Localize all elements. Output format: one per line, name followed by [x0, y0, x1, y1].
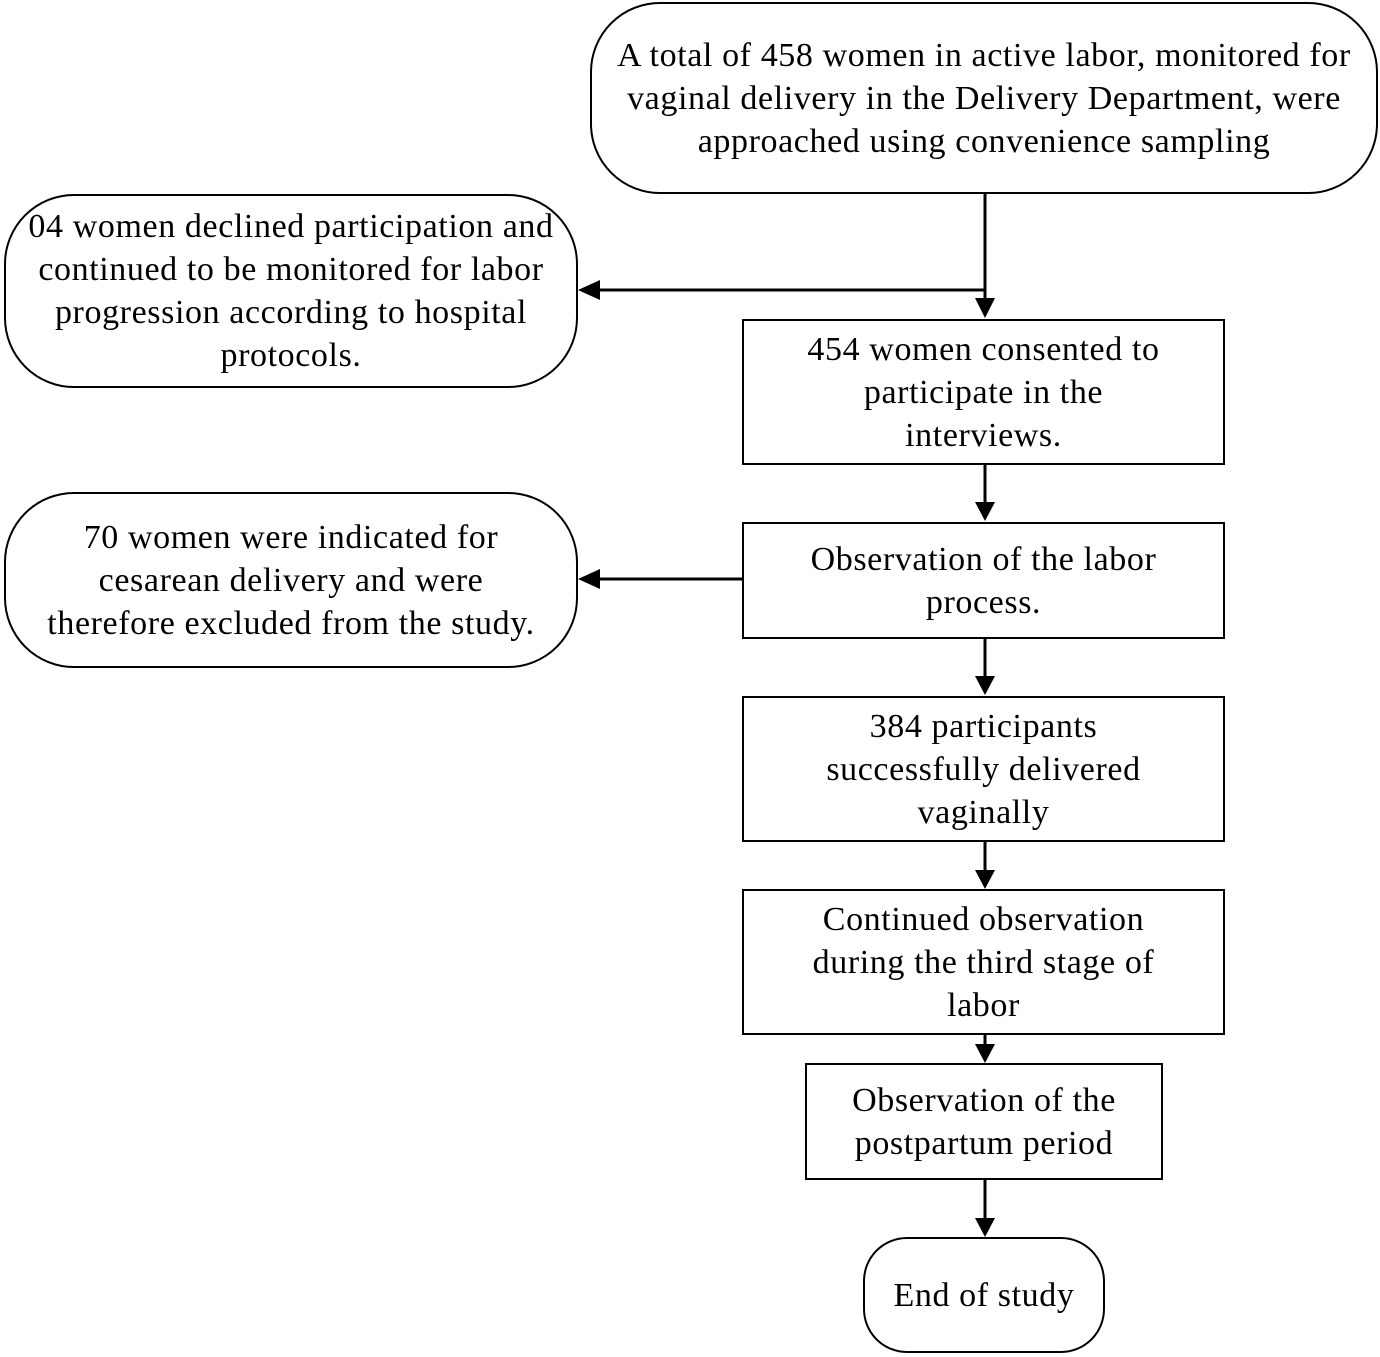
node-observation-labor: Observation of the labor process.: [742, 522, 1225, 639]
node-delivered-vaginally: 384 participants successfully delivered …: [742, 696, 1225, 842]
node-consented: 454 women consented to participate in th…: [742, 319, 1225, 465]
arrowhead-third-stage-to-postpartum: [975, 1044, 995, 1063]
node-end-of-study-text: End of study: [893, 1276, 1075, 1314]
arrowhead-postpartum-to-end: [975, 1218, 995, 1237]
node-declined-text: 04 women declined participation and cont…: [28, 208, 554, 374]
arrowhead-total-to-consented: [975, 298, 995, 318]
node-total-approached-text: A total of 458 women in active labor, mo…: [617, 36, 1351, 160]
arrowhead-consented-to-observation: [975, 502, 995, 521]
node-cesarean-excluded-text: 70 women were indicated for cesarean del…: [47, 518, 535, 642]
node-cesarean-excluded: 70 women were indicated for cesarean del…: [4, 492, 578, 668]
node-total-approached: A total of 458 women in active labor, mo…: [590, 2, 1378, 194]
arrowhead-to-declined: [578, 280, 600, 300]
node-delivered-vaginally-text: 384 participants successfully delivered …: [826, 707, 1141, 831]
node-observation-labor-text: Observation of the labor process.: [810, 540, 1157, 621]
node-end-of-study: End of study: [863, 1237, 1105, 1353]
node-postpartum-text: Observation of the postpartum period: [852, 1081, 1116, 1162]
node-declined: 04 women declined participation and cont…: [4, 194, 578, 388]
arrowhead-delivered-to-third-stage: [975, 870, 995, 889]
arrowhead-observation-to-delivered: [975, 676, 995, 695]
arrowhead-to-cesarean: [578, 569, 600, 589]
node-postpartum: Observation of the postpartum period: [805, 1063, 1163, 1180]
node-third-stage: Continued observation during the third s…: [742, 889, 1225, 1035]
node-third-stage-text: Continued observation during the third s…: [812, 900, 1155, 1024]
node-consented-text: 454 women consented to participate in th…: [807, 330, 1160, 454]
